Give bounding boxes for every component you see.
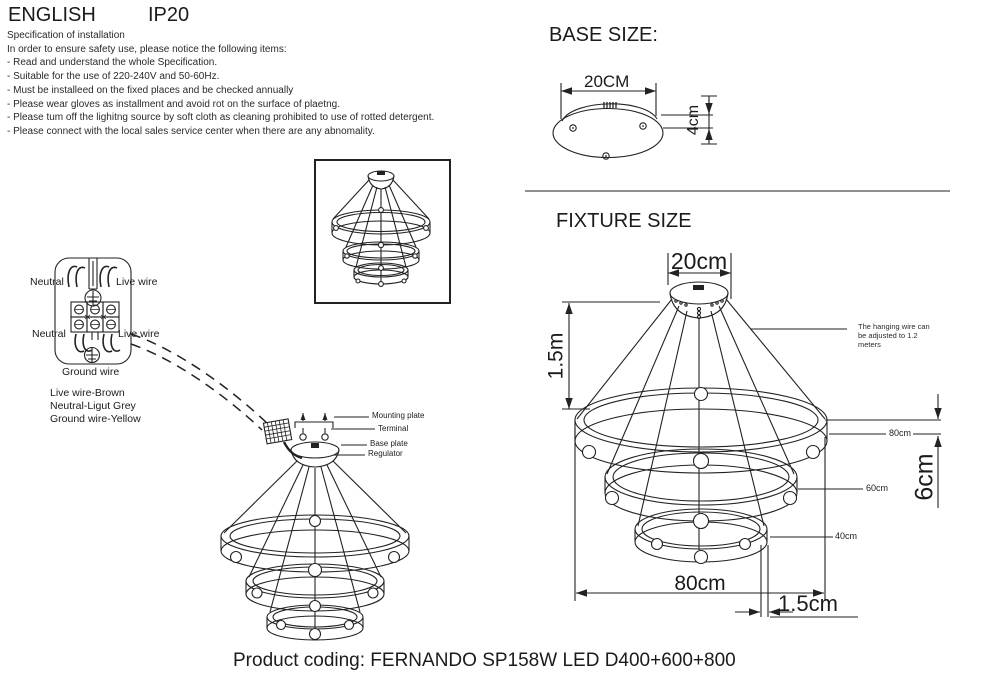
- ring-label-60cm: 60cm: [866, 483, 889, 493]
- specification-intro: In order to ensure safety use, please no…: [7, 43, 287, 55]
- junction-box-drawing: [262, 418, 303, 460]
- base-diameter-dim: 20CM: [584, 72, 630, 91]
- wire-label-neutral-bottom: Neutral: [32, 328, 66, 340]
- wire-label-ground: Ground wire: [62, 366, 120, 378]
- overall-diameter-dim: 80cm: [674, 572, 726, 595]
- specification-title: Specification of installation: [7, 30, 125, 41]
- legend-live-wire: Live wire-Brown: [50, 387, 125, 399]
- specification-item: - Suitable for the use of 220-240V and 5…: [7, 71, 220, 83]
- label-mounting-plate: Mounting plate: [372, 411, 425, 420]
- fixture-rings: [574, 387, 828, 563]
- product-coding: Product coding: FERNANDO SP158W LED D400…: [233, 650, 736, 671]
- specification-item: - Please wear gloves as installment and …: [7, 98, 340, 110]
- wire-label-neutral-top: Neutral: [30, 276, 64, 288]
- label-base-plate: Base plate: [370, 439, 408, 448]
- fixture-size-title: FIXTURE SIZE: [556, 210, 692, 232]
- ring-thickness-dim: 1.5cm: [778, 591, 838, 616]
- fixture-dimension-lines: [562, 253, 942, 618]
- base-size-title: BASE SIZE:: [549, 24, 658, 46]
- wire-label-live-top: Live wire: [116, 276, 158, 288]
- install-canopy-drawing: [290, 441, 340, 468]
- wire-label-live-bottom: Live wire: [118, 328, 160, 340]
- ring-label-80cm: 80cm: [889, 428, 912, 438]
- specification-item: - Please tum off the lighitng source by …: [7, 112, 435, 124]
- wiring-connector-drawing: [54, 257, 132, 365]
- label-regulator: Regulator: [368, 449, 403, 458]
- label-terminal: Terminal: [378, 424, 409, 433]
- base-height-dim: 4cm: [685, 104, 702, 136]
- drop-height-dim: 1.5m: [544, 332, 568, 380]
- pendant-thumbnail-drawing: [314, 159, 451, 304]
- legend-neutral: Neutral-Ligut Grey: [50, 400, 136, 412]
- fixture-leds: [581, 386, 821, 565]
- fixture-wires: [576, 298, 826, 550]
- specification-item: - Read and understand the whole Specific…: [7, 57, 218, 69]
- mounting-bracket-drawing: [294, 413, 375, 456]
- hanging-wire-note: The hanging wire can be adjusted to 1.2 …: [858, 322, 930, 349]
- hanging-wire-note-line: be adjusted to 1.2: [858, 330, 918, 340]
- install-pendant-leds: [229, 514, 401, 641]
- hanging-wire-note-line: The hanging wire can: [858, 322, 930, 331]
- ring-height-dim: 6cm: [910, 453, 939, 501]
- specification-block: Specification of installation In order t…: [7, 29, 434, 139]
- canopy-diameter-dim: 20cm: [670, 248, 728, 274]
- fixture-canopy-drawing: [669, 281, 729, 320]
- legend-ground: Ground wire-Yellow: [50, 413, 141, 425]
- supply-cable-dashed: [130, 333, 269, 431]
- base-dimension-lines: [560, 83, 717, 145]
- language-title: ENGLISH: [8, 4, 96, 26]
- ring-label-40cm: 40cm: [835, 531, 858, 541]
- hanging-wire-note-line: meters: [858, 339, 881, 349]
- specification-item: - Please connect with the local sales se…: [7, 125, 375, 137]
- specification-item: - Must be installeed on the fixed places…: [7, 84, 294, 96]
- ip-rating-label: IP20: [148, 4, 190, 26]
- base-plate-drawing: [552, 102, 664, 160]
